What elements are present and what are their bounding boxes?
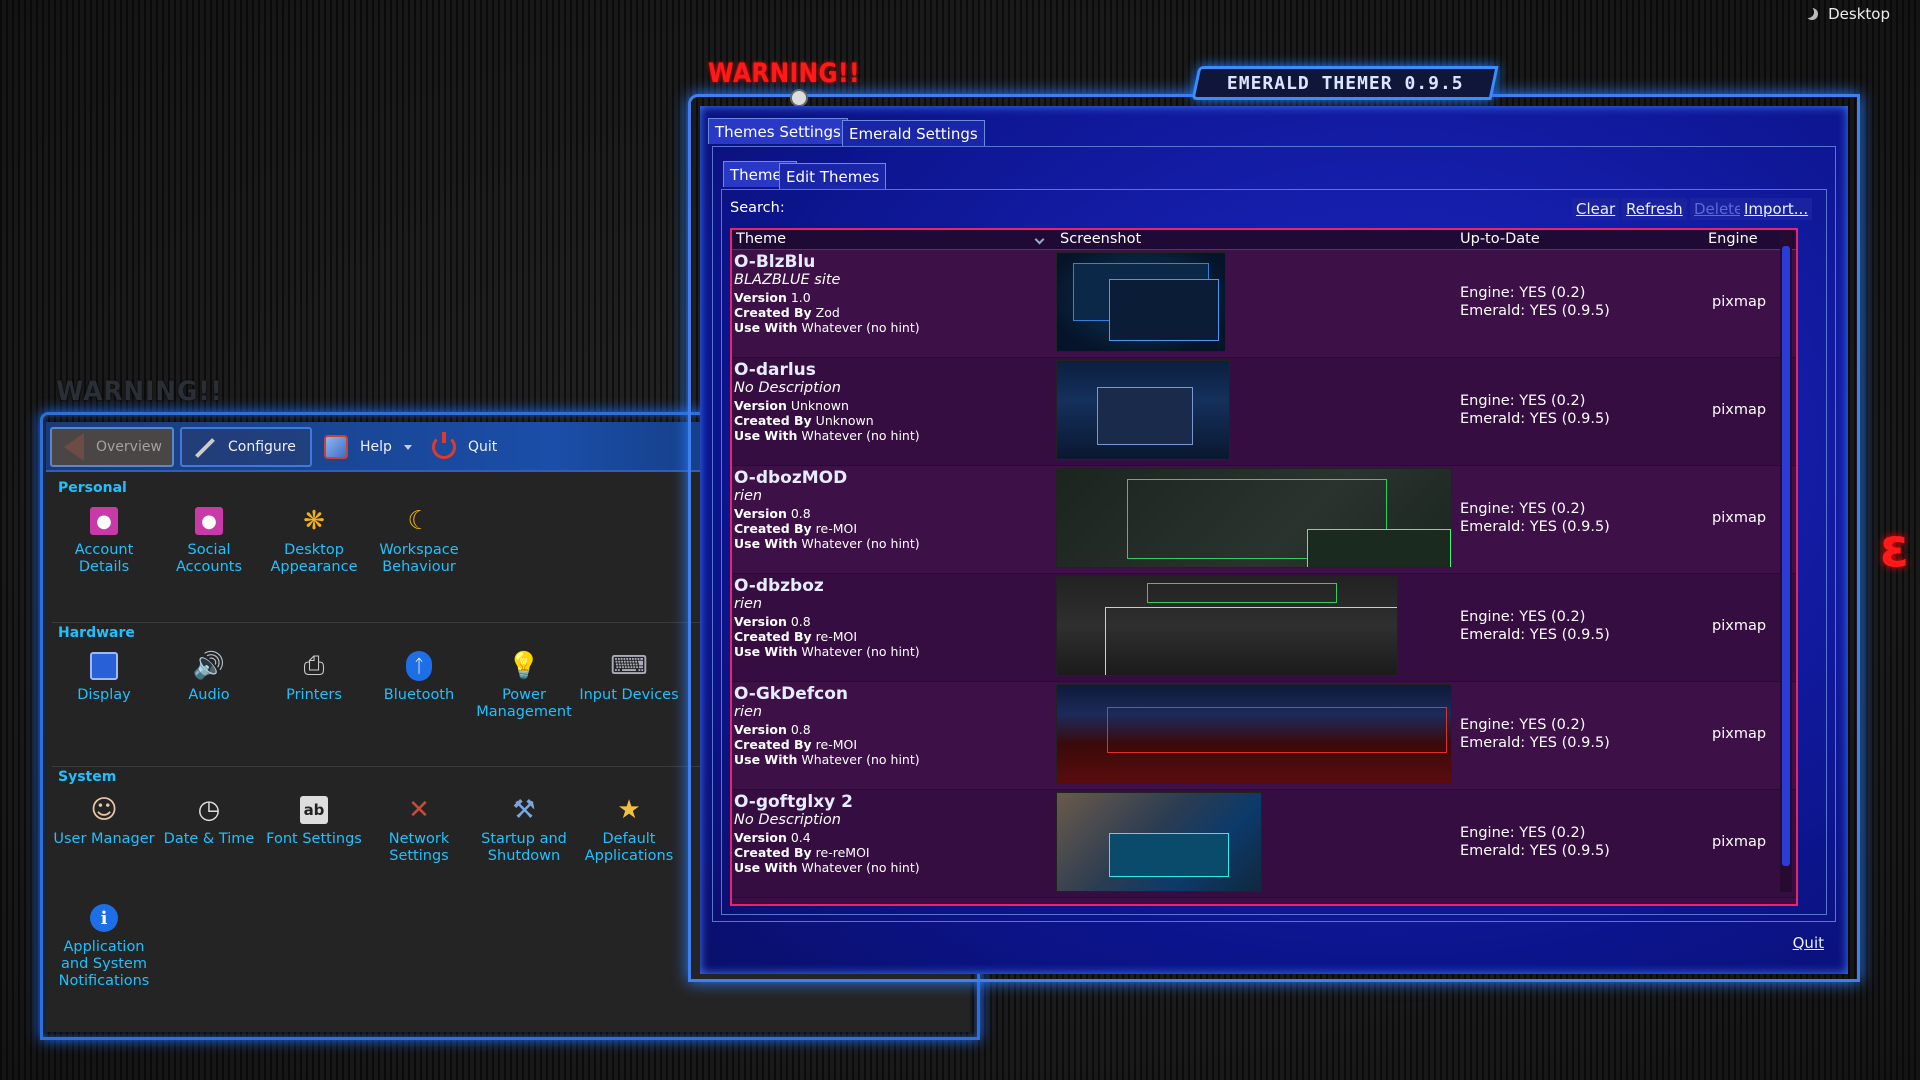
- table-row[interactable]: O-dbzboz rien Version 0.8 Created By re-…: [732, 574, 1796, 682]
- audio-icon: 🔊: [192, 651, 226, 681]
- appearance-icon: ❋: [303, 506, 325, 536]
- search-input[interactable]: [784, 198, 1404, 220]
- help-button[interactable]: Help: [312, 427, 432, 467]
- overview-label: Overview: [96, 439, 162, 455]
- vertical-scrollbar[interactable]: [1780, 232, 1792, 892]
- table-row[interactable]: O-goftglxy 2 No Description Version 0.4 …: [732, 790, 1796, 898]
- tab-emerald-settings[interactable]: Emerald Settings: [842, 120, 985, 146]
- emerald-title-badge: EMERALD THEMER 0.9.5: [1191, 66, 1499, 100]
- section-title: System: [58, 769, 117, 785]
- section-title: Personal: [58, 480, 127, 496]
- workspace-icon: ☾: [407, 506, 431, 536]
- quit-label: Quit: [468, 439, 498, 455]
- font-icon: ab: [297, 793, 331, 827]
- red-decoration-icon: ε: [1880, 516, 1909, 580]
- themes-list: O-BlzBlu BLAZBLUE site Version 1.0 Creat…: [732, 250, 1796, 904]
- desktop-appearance-item[interactable]: ❋ Desktop Appearance: [270, 506, 358, 575]
- section-title: Hardware: [58, 625, 135, 641]
- theme-screenshot: [1056, 468, 1452, 568]
- column-engine[interactable]: Engine: [1708, 231, 1758, 247]
- network-settings-item[interactable]: ✕ Network Settings: [388, 795, 450, 864]
- chevron-down-icon[interactable]: [1034, 234, 1045, 245]
- refresh-button[interactable]: Refresh: [1622, 198, 1687, 220]
- startup-icon: ⚒: [512, 795, 536, 825]
- back-arrow-icon: [64, 433, 84, 461]
- quit-button[interactable]: Quit: [420, 427, 516, 467]
- table-row[interactable]: O-GkDefcon rien Version 0.8 Created By r…: [732, 682, 1796, 790]
- help-label: Help: [360, 439, 392, 455]
- font-settings-item[interactable]: ab Font Settings: [262, 793, 366, 848]
- display-icon: [87, 649, 121, 683]
- wrench-icon: [194, 436, 216, 458]
- desktop-label[interactable]: Desktop: [1828, 5, 1890, 23]
- default-apps-icon: ★: [617, 795, 641, 825]
- moon-icon: [1806, 8, 1818, 20]
- input-devices-item[interactable]: ⌨ Input Devices: [579, 651, 679, 703]
- column-theme[interactable]: Theme: [736, 231, 787, 247]
- workspace-behaviour-item[interactable]: ☾ Workspace Behaviour: [379, 506, 459, 575]
- themes-settings-panel: Themes Edit Themes Search: Clear Refresh…: [712, 146, 1836, 922]
- emerald-warning-text: WARNING!!: [708, 58, 861, 89]
- theme-screenshot: [1056, 360, 1230, 460]
- account-details-item[interactable]: ● Account Details: [52, 504, 156, 576]
- startup-shutdown-item[interactable]: ⚒ Startup and Shutdown: [481, 795, 567, 864]
- printer-icon: ⎙: [303, 650, 325, 681]
- section-hardware: Hardware Display 🔊 Audio ⎙ Printers ᛏ Bl…: [52, 622, 736, 766]
- printers-item[interactable]: ⎙ Printers: [286, 650, 342, 704]
- power-icon: [432, 432, 456, 459]
- column-up-to-date[interactable]: Up-to-Date: [1460, 231, 1540, 247]
- theme-screenshot: [1056, 792, 1262, 892]
- users-icon: ☺: [90, 795, 118, 825]
- user-manager-item[interactable]: ☺ User Manager: [53, 795, 155, 847]
- chevron-down-icon[interactable]: [403, 444, 412, 450]
- configure-label: Configure: [228, 439, 296, 455]
- search-label: Search:: [730, 200, 785, 216]
- audio-item[interactable]: 🔊 Audio: [188, 651, 230, 703]
- section-personal: Personal ● Account Details ● Social Acco…: [52, 478, 736, 622]
- system-warning-text: WARNING!!: [56, 376, 223, 407]
- section-system: System ☺ User Manager ◷ Date & Time ab F…: [52, 766, 736, 1006]
- clear-button[interactable]: Clear: [1572, 198, 1620, 220]
- top-panel: Desktop: [1806, 4, 1890, 24]
- default-applications-item[interactable]: ★ Default Applications: [584, 795, 674, 864]
- theme-screenshot: [1056, 252, 1226, 352]
- social-icon: ●: [192, 504, 226, 538]
- theme-screenshot: [1056, 684, 1452, 784]
- tab-themes-settings[interactable]: Themes Settings: [708, 118, 848, 144]
- tab-edit-themes[interactable]: Edit Themes: [779, 163, 887, 189]
- emerald-window: Themes Settings Emerald Settings Themes …: [700, 106, 1848, 974]
- column-screenshot[interactable]: Screenshot: [1060, 231, 1142, 247]
- import-button[interactable]: Import...: [1740, 198, 1813, 220]
- info-icon: i: [87, 901, 121, 935]
- bluetooth-icon: ᛏ: [402, 649, 436, 683]
- theme-screenshot: [1056, 576, 1398, 676]
- table-header: Theme Screenshot Up-to-Date Engine: [732, 230, 1796, 250]
- quit-link[interactable]: Quit: [1792, 934, 1824, 952]
- input-devices-icon: ⌨: [610, 651, 648, 681]
- overview-button[interactable]: Overview: [50, 427, 174, 467]
- pin-icon[interactable]: [790, 89, 808, 107]
- notifications-item[interactable]: i Application and System Notifications: [52, 901, 156, 990]
- themes-table: Theme Screenshot Up-to-Date Engine O-Blz…: [730, 228, 1798, 906]
- social-accounts-item[interactable]: ● Social Accounts: [157, 504, 261, 576]
- scrollbar-thumb[interactable]: [1782, 246, 1790, 866]
- help-icon: [324, 435, 348, 459]
- table-row[interactable]: O-darlus No Description Version Unknown …: [732, 358, 1796, 466]
- configure-button[interactable]: Configure: [180, 427, 312, 467]
- account-icon: ●: [87, 504, 121, 538]
- display-item[interactable]: Display: [52, 649, 156, 704]
- network-icon: ✕: [408, 795, 430, 825]
- date-time-item[interactable]: ◷ Date & Time: [163, 795, 255, 847]
- clock-icon: ◷: [197, 795, 221, 825]
- power-management-icon: 💡: [507, 651, 541, 681]
- table-row[interactable]: O-dbozMOD rien Version 0.8 Created By re…: [732, 466, 1796, 574]
- delete-button[interactable]: Delete: [1690, 198, 1748, 220]
- themes-panel: Search: Clear Refresh Delete Import... T…: [721, 189, 1827, 915]
- power-management-item[interactable]: 💡 Power Management: [476, 651, 572, 720]
- table-row[interactable]: O-BlzBlu BLAZBLUE site Version 1.0 Creat…: [732, 250, 1796, 358]
- bluetooth-item[interactable]: ᛏ Bluetooth: [367, 649, 471, 704]
- window-title: EMERALD THEMER 0.9.5: [1226, 72, 1464, 94]
